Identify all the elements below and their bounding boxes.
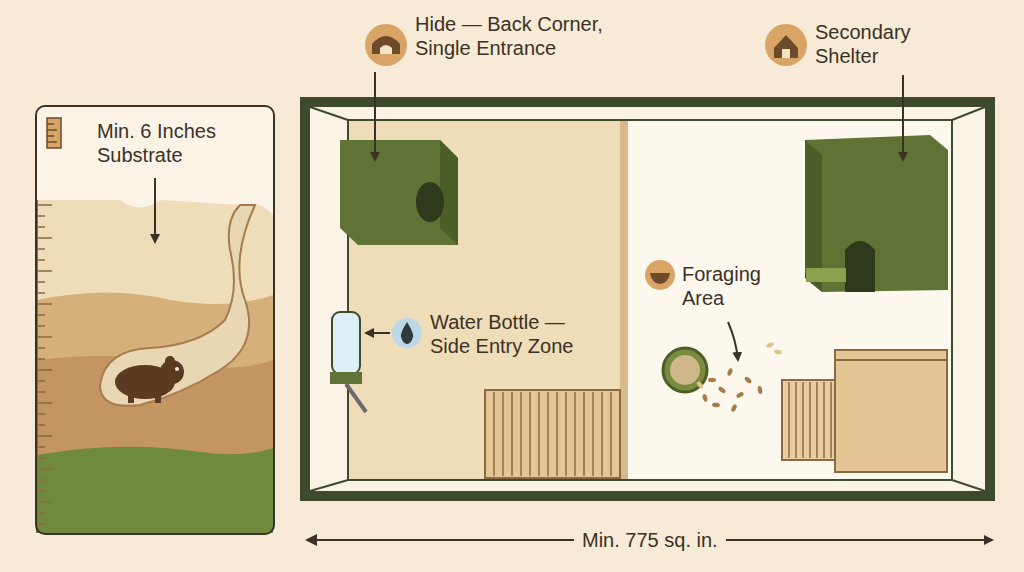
water-icon — [392, 318, 422, 348]
substrate-layers — [37, 200, 273, 533]
hide-box — [340, 140, 458, 245]
platform-box — [782, 350, 947, 472]
callout-label: Foraging Area — [682, 262, 792, 310]
ramp — [485, 390, 620, 478]
foraging-bowl — [663, 341, 782, 412]
substrate-panel: Min. 6 Inches Substrate — [35, 105, 275, 535]
enclosure — [305, 102, 990, 496]
callout-label: Water Bottle — Side Entry Zone — [430, 310, 605, 358]
callout-label: Hide — Back Corner, Single Entrance — [415, 12, 650, 60]
ruler-icon — [47, 118, 61, 148]
food-icon — [645, 260, 675, 290]
secondary-shelter — [805, 135, 948, 292]
hamster-silhouette — [115, 356, 184, 403]
water-bottle — [330, 312, 366, 412]
hide-icon — [365, 24, 407, 66]
panel-heading: Min. 6 Inches Substrate — [97, 119, 267, 167]
callout-label: Secondary Shelter — [815, 20, 940, 68]
shelter-icon — [765, 24, 807, 66]
ruler-ticks — [37, 205, 52, 524]
dimension-label: Min. 775 sq. in. — [574, 528, 726, 552]
